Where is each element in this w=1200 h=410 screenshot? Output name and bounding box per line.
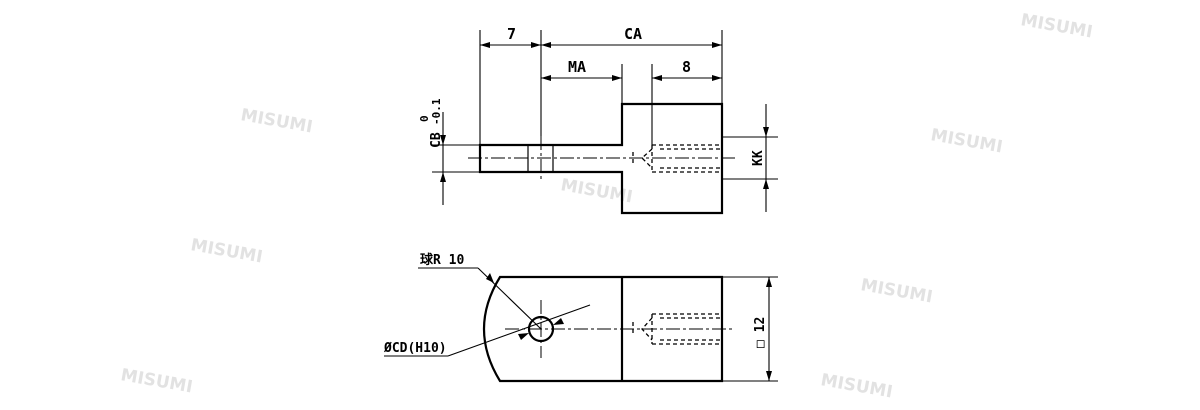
dim-kk-label: KK: [751, 150, 766, 166]
dim-ma-label: MA: [568, 58, 586, 76]
dim-ca-label: CA: [624, 25, 642, 43]
watermark: MISUMI: [819, 370, 894, 402]
dim-8-label: 8: [682, 58, 691, 76]
dim-cb-tol-upper: 0: [418, 115, 431, 122]
front-view-outline: [478, 102, 724, 215]
front-dimensions: 7 CA MA 8 CB 0 -0.1 KK: [418, 25, 778, 212]
top-dimensions: 球R 10 ØCD(H10) □ 12: [383, 252, 778, 382]
bore-leader: [447, 304, 591, 357]
front-view: [468, 102, 735, 215]
tapped-hole-top: [632, 313, 722, 345]
dim-cb-label: CB: [429, 132, 444, 148]
watermark: MISUMI: [119, 365, 194, 397]
sphere-radius-label: 球R 10: [420, 252, 464, 268]
dim-cb-tol-lower: -0.1: [430, 98, 443, 125]
tapped-hole-front: [632, 144, 722, 173]
dim-7-label: 7: [507, 25, 516, 43]
watermark: MISUMI: [189, 235, 264, 267]
bore-label: ØCD(H10): [383, 341, 447, 356]
watermark: MISUMI: [1019, 10, 1094, 42]
dim-square-label: □ 12: [753, 317, 768, 348]
watermarks: MISUMI MISUMI MISUMI MISUMI MISUMI MISUM…: [119, 10, 1094, 402]
watermark: MISUMI: [929, 125, 1004, 157]
watermark: MISUMI: [239, 105, 314, 137]
watermark: MISUMI: [859, 275, 934, 307]
